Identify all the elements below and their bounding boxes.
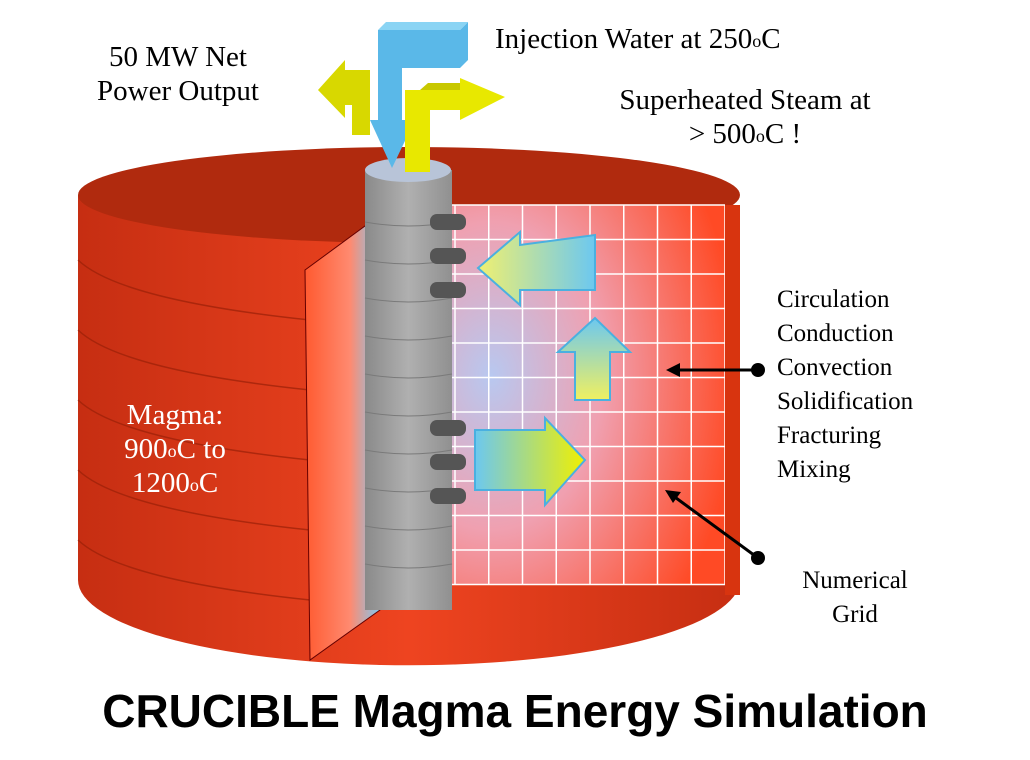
steam-label: Superheated Steam at > 500oC ! [590, 83, 900, 151]
diagram-title: CRUCIBLE Magma Energy Simulation [102, 685, 928, 737]
magma-line-3: 1200oC [100, 466, 250, 500]
steam-unit: C ! [764, 118, 802, 150]
process-pointer [666, 363, 765, 377]
grid-line-1: Numerical [802, 567, 908, 594]
grid-line-2: Grid [832, 601, 878, 628]
process-item: Conduction [777, 320, 894, 347]
degree-sup: o [755, 126, 765, 146]
degree-sup: o [752, 31, 762, 51]
pipe-band [364, 411, 453, 417]
injection-unit: C [761, 23, 781, 55]
pipe-band [364, 297, 453, 303]
process-item: Circulation [777, 286, 890, 313]
magma-unit-low: C to [176, 433, 226, 465]
steam-line-1: Superheated Steam at [619, 84, 871, 116]
pipe-band [364, 449, 453, 455]
process-list: Circulation Conduction Convection Solidi… [777, 283, 913, 487]
steam-temp: > 500 [688, 118, 756, 150]
upflow-arrow [555, 316, 633, 401]
process-item: Mixing [777, 456, 851, 483]
magma-unit-high: C [198, 467, 219, 499]
pipe-band [364, 525, 453, 531]
power-output-label: 50 MW Net Power Output [78, 40, 278, 108]
magma-temp-high: 1200 [131, 467, 190, 499]
nozzle [430, 454, 466, 470]
magma-line-1: Magma: [126, 399, 224, 431]
process-item: Solidification [777, 388, 914, 415]
pipe-band [364, 563, 453, 569]
pipe-band [364, 335, 453, 341]
pipe-band [364, 373, 453, 379]
grid-pointer [665, 490, 765, 565]
outflow-arrow [474, 415, 587, 508]
nozzle [430, 420, 466, 436]
steam-output-arrow-right [405, 78, 505, 172]
magma-label: Magma: 900oC to 1200oC [100, 398, 250, 500]
nozzle [430, 214, 466, 230]
wellbore-pipe [364, 158, 466, 610]
process-item: Convection [777, 354, 893, 381]
numerical-grid-label: Numerical Grid [780, 564, 930, 632]
steam-line-2: > 500oC ! [590, 117, 900, 151]
nozzle [430, 488, 466, 504]
degree-sup: o [167, 441, 177, 461]
injection-water-arrow [370, 22, 468, 168]
inflow-arrow [476, 229, 596, 308]
degree-sup: o [189, 475, 199, 495]
power-line-2: Power Output [97, 75, 259, 107]
steam-output-arrow-left [318, 60, 370, 135]
magma-temp-low: 900 [124, 433, 168, 465]
process-item: Fracturing [777, 422, 882, 449]
injection-text: Injection Water at 250 [495, 23, 753, 55]
power-line-1: 50 MW Net [108, 41, 247, 73]
injection-water-label: Injection Water at 250oC [495, 22, 781, 56]
nozzle [430, 282, 466, 298]
nozzle [430, 248, 466, 264]
magma-line-2: 900oC to [100, 432, 250, 466]
